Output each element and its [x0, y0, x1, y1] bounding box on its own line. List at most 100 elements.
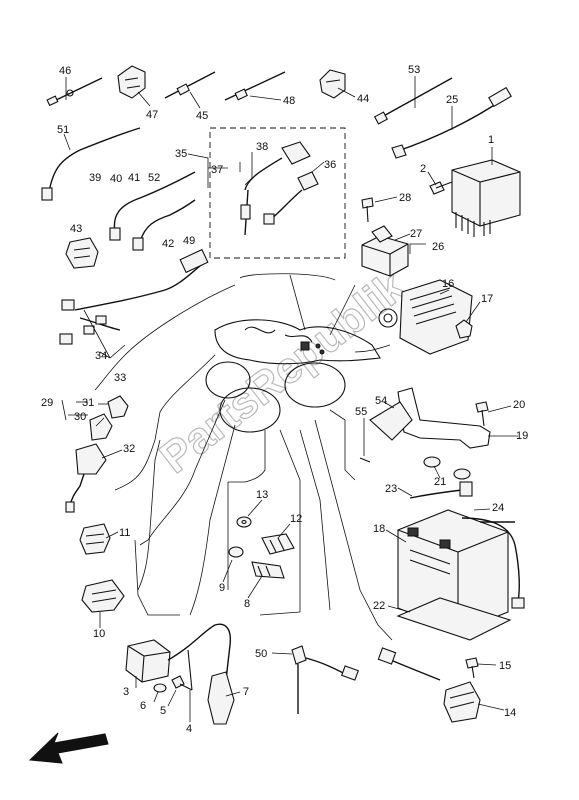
- callout-10: 10: [93, 628, 105, 640]
- part-29-32-switch: [65, 395, 129, 513]
- callout-53: 53: [408, 64, 420, 76]
- part-54-bracket: [369, 387, 491, 449]
- relay-assembly-box: [209, 127, 346, 259]
- part-2-bolt: [429, 181, 453, 195]
- callout-9: 9: [219, 582, 225, 594]
- part-39-40-41-52-leads: [109, 171, 196, 241]
- part-22-battery-mat: [396, 597, 512, 641]
- callout-32: 32: [123, 443, 135, 455]
- part-4-bolt: [187, 649, 193, 691]
- callout-30: 30: [74, 411, 86, 423]
- part-55-bolt: [359, 457, 371, 463]
- callout-6: 6: [140, 700, 146, 712]
- part-20-bolt: [475, 401, 489, 427]
- part-16-rectifier: [378, 279, 473, 355]
- part-53-cable-tie: [373, 77, 453, 125]
- callout-33: 33: [114, 372, 126, 384]
- part-13-washer: [236, 516, 252, 528]
- callout-46: 46: [59, 65, 71, 77]
- part-36-fuse-holder: [263, 171, 319, 225]
- callout-labels: 46 47 45 48 44 53 25 1 51 2 35 38 36 37 …: [41, 64, 528, 735]
- part-28-bolt: [361, 197, 374, 223]
- callout-52: 52: [148, 172, 160, 184]
- callout-28: 28: [399, 192, 411, 204]
- part-50-lead: [291, 645, 359, 714]
- part-12-sensor: [261, 533, 295, 555]
- callout-20: 20: [513, 399, 525, 411]
- callout-36: 36: [324, 159, 336, 171]
- callout-39: 39: [89, 172, 101, 184]
- callout-17: 17: [481, 293, 493, 305]
- part-51-lead: [41, 127, 141, 201]
- part-17-nut: [455, 319, 473, 339]
- part-10-switch: [81, 579, 125, 613]
- callout-25: 25: [446, 94, 458, 106]
- callout-12: 12: [290, 513, 302, 525]
- part-11-sensor: [79, 523, 111, 555]
- part-7-plug-cap: [207, 671, 235, 725]
- part-34-harness: [59, 248, 209, 345]
- callout-37: 37: [211, 164, 223, 176]
- part-1-control-unit: [451, 159, 521, 237]
- callout-54: 54: [375, 395, 387, 407]
- callout-21: 21: [434, 476, 446, 488]
- front-direction-arrow: [28, 732, 109, 764]
- callout-1: 1: [488, 134, 494, 146]
- watermark: PartsRepublik: [151, 262, 415, 483]
- part-25-lead: [391, 86, 512, 159]
- part-45-clamp: [164, 71, 216, 99]
- part-5-bolt: [171, 675, 193, 691]
- callout-22: 22: [373, 600, 385, 612]
- part-46-band: [46, 77, 103, 107]
- callout-11: 11: [119, 527, 130, 539]
- callout-49: 49: [183, 235, 195, 247]
- part-23-cable: [409, 481, 473, 499]
- callout-31: 31: [82, 397, 94, 409]
- callout-26: 26: [432, 241, 444, 253]
- callout-35: 35: [175, 148, 187, 160]
- callout-42: 42: [162, 238, 174, 250]
- callout-13: 13: [256, 489, 268, 501]
- part-44-clip: [319, 69, 346, 99]
- callout-47: 47: [146, 109, 158, 121]
- part-3-ignition-coil: [125, 623, 232, 683]
- callout-8: 8: [244, 598, 250, 610]
- part-8-sensor: [251, 561, 285, 579]
- part-18-battery: [397, 509, 509, 633]
- part-47-bracket: [117, 65, 146, 99]
- part-15-bolt: [465, 657, 479, 679]
- vehicle-frame: [205, 319, 381, 433]
- part-38-relay: [240, 141, 311, 236]
- part-14-sensor: [377, 647, 481, 723]
- part-6-washer: [153, 683, 167, 693]
- part-42-49-lead: [132, 199, 196, 251]
- callout-29: 29: [41, 397, 53, 409]
- part-9-washer: [228, 546, 244, 558]
- callout-7: 7: [243, 686, 249, 698]
- callout-19: 19: [516, 430, 528, 442]
- callout-51: 51: [57, 124, 69, 136]
- callout-40: 40: [110, 173, 122, 185]
- callout-3: 3: [123, 686, 129, 698]
- leader-lines: [61, 76, 518, 722]
- connector-lines: [94, 273, 393, 641]
- callout-5: 5: [160, 705, 166, 717]
- callout-18: 18: [373, 523, 385, 535]
- callout-48: 48: [283, 95, 295, 107]
- callout-50: 50: [255, 648, 267, 660]
- callout-43: 43: [70, 223, 82, 235]
- callout-41: 41: [128, 172, 140, 184]
- callout-16: 16: [442, 278, 454, 290]
- callout-55: 55: [355, 406, 367, 418]
- callout-4: 4: [186, 723, 192, 735]
- callout-15: 15: [499, 660, 511, 672]
- part-26-27-starter-relay: [361, 225, 409, 277]
- callout-27: 27: [410, 228, 422, 240]
- part-43-coupler: [65, 237, 99, 269]
- part-48-clamp: [224, 71, 286, 101]
- part-21-grommets: [423, 456, 471, 480]
- callout-34: 34: [95, 350, 107, 362]
- callout-38: 38: [256, 141, 268, 153]
- callout-14: 14: [504, 707, 516, 719]
